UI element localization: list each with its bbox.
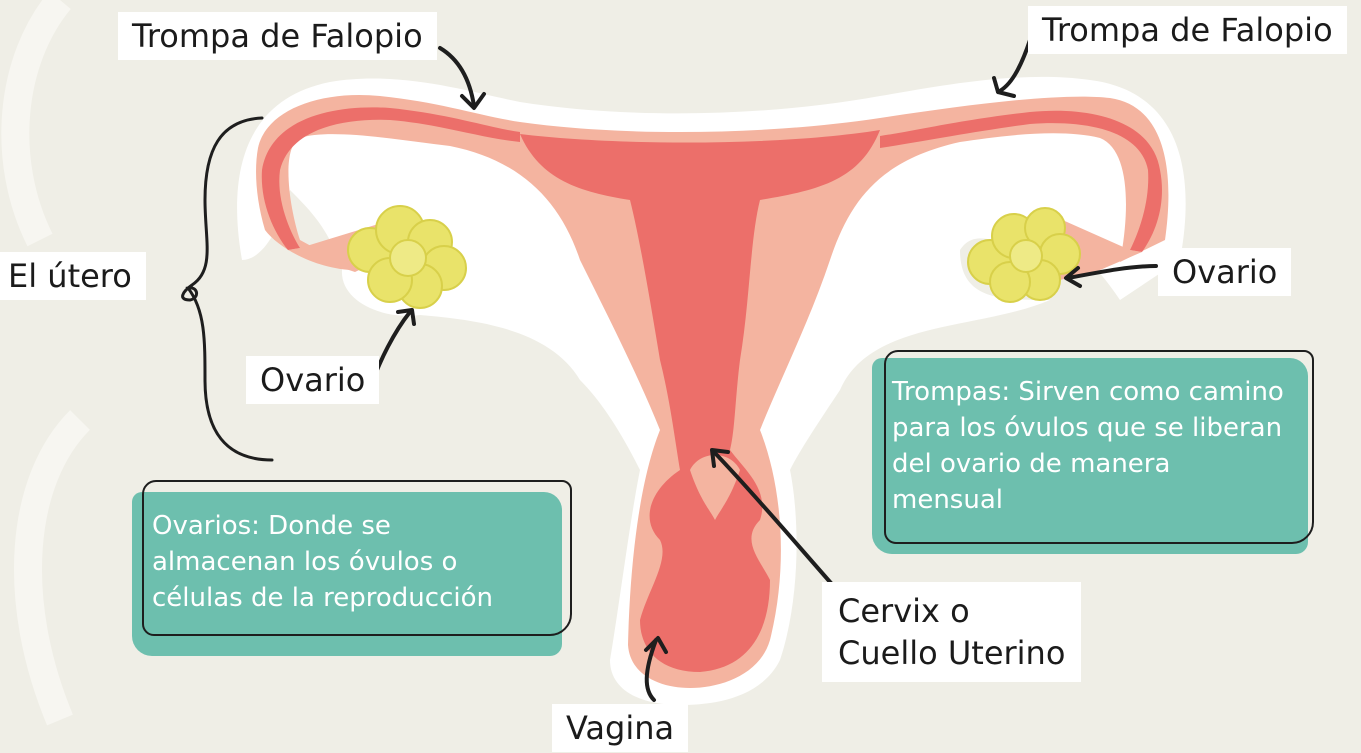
uterus-body [256, 94, 1169, 688]
label-uterus: El útero [0, 252, 146, 300]
ovary-right [967, 207, 1081, 303]
label-cervix-line1: Cervix o [838, 592, 970, 630]
ovary-left [347, 205, 467, 309]
uterus-bracket [181, 116, 274, 462]
label-fallopian-left: Trompa de Falopio [118, 12, 437, 60]
label-cervix-line2: Cuello Uterino [838, 634, 1066, 672]
label-ovary-left: Ovario [246, 356, 380, 404]
label-fallopian-right: Trompa de Falopio [1028, 6, 1347, 54]
background-decoration [1, 0, 91, 726]
label-cervix: Cervix o Cuello Uterino [822, 582, 1082, 682]
label-vagina: Vagina [552, 704, 689, 752]
info-box-ovaries: Ovarios: Donde se almacenan los óvulos o… [132, 492, 562, 656]
info-box-tubes: Trompas: Sirven como camino para los óvu… [872, 358, 1308, 554]
label-ovary-right: Ovario [1158, 248, 1292, 296]
